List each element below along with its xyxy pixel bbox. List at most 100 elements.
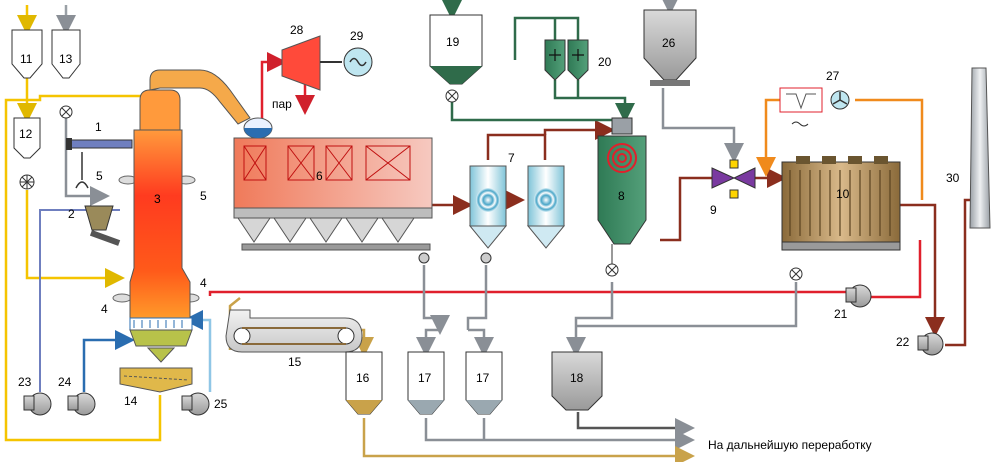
pipe-cool-27-right	[855, 98, 924, 200]
blower-22: 22	[896, 332, 944, 356]
label-25: 25	[214, 397, 228, 411]
burner-lance-1: 1	[66, 120, 133, 150]
cooler-27: 27	[779, 69, 850, 127]
label-22: 22	[896, 335, 910, 349]
nozzle-low-left-icon	[112, 293, 132, 303]
label-20: 20	[598, 55, 612, 69]
label-19: 19	[446, 35, 460, 49]
pipe-out-16	[362, 418, 695, 462]
pipe-gas-10-22	[900, 203, 945, 337]
pipe-ash-17b	[468, 328, 494, 357]
pipe-ash-6	[422, 265, 450, 335]
pipe-ash-7	[466, 265, 488, 330]
label-3: 3	[154, 192, 161, 206]
mixers-20: 20	[544, 39, 612, 81]
turbine-28: 28	[281, 23, 342, 91]
label-6: 6	[316, 169, 323, 183]
label-21: 21	[834, 307, 848, 321]
conveyor-drum-right-icon	[337, 327, 355, 345]
boiler-6: 6	[233, 117, 433, 264]
label-18: 18	[570, 371, 584, 385]
label-7: 7	[508, 151, 515, 165]
furnace-3: 3 5 4 4	[101, 69, 251, 363]
label-5b: 5	[200, 189, 207, 203]
label-24: 24	[58, 375, 72, 389]
label-29: 29	[350, 29, 364, 43]
label-4b: 4	[200, 276, 207, 290]
generator-29: 29	[343, 29, 373, 77]
pipe-air-25	[183, 310, 212, 392]
blower-24: 24	[58, 375, 96, 416]
bin-17b: 17	[465, 351, 503, 415]
silo-26: 26	[643, 9, 697, 86]
pipe-air-24	[82, 330, 135, 392]
label-17b: 17	[476, 371, 490, 385]
label-1: 1	[95, 120, 102, 134]
swirl-7b-icon	[534, 188, 558, 212]
label-27: 27	[826, 69, 840, 83]
pipe-out-18	[576, 412, 695, 438]
pipes	[4, 0, 972, 462]
label-14: 14	[124, 394, 138, 408]
blower-23: 23	[18, 375, 52, 416]
pipe-air-21-right	[870, 240, 922, 299]
label-5a: 5	[96, 169, 103, 183]
pipe-water-20-8	[553, 80, 635, 123]
label-16: 16	[356, 371, 370, 385]
pipe-feed-12-furnace	[25, 190, 125, 288]
pipe-gas-7a-7b	[486, 133, 547, 160]
pipe-air-21	[208, 290, 848, 296]
label-28: 28	[290, 23, 304, 37]
label-4a: 4	[101, 302, 108, 316]
bin-18: 18	[551, 351, 603, 411]
hopper-2: 2	[68, 205, 121, 246]
grab-5-left: 5	[75, 152, 103, 189]
pipe-ash-8-18	[566, 282, 614, 357]
bin-16: 16	[345, 351, 383, 415]
pipe-steam	[260, 52, 287, 120]
pipe-yellow-left-loop	[4, 98, 162, 442]
pipe-water-19-8	[450, 102, 620, 122]
chimney-30: 30	[946, 67, 991, 229]
bunker-11: 11	[11, 29, 43, 79]
pipe-out-17a	[424, 418, 695, 450]
label-17a: 17	[418, 371, 432, 385]
conveyor-drum-left-icon	[233, 327, 251, 345]
pipe-water-20-in	[513, 16, 580, 60]
label-15: 15	[288, 355, 302, 369]
bunker-13: 13	[51, 29, 81, 119]
swirl-7a-icon	[476, 188, 500, 212]
pipe-gas-7-8	[543, 120, 615, 140]
cyclone-7a	[468, 165, 508, 264]
steam-label: пар	[272, 97, 292, 111]
scrubber-8: 8	[597, 117, 647, 277]
blower-21: 21	[834, 284, 872, 321]
label-30: 30	[946, 171, 960, 185]
bunker-12: 12	[13, 117, 41, 190]
label-2: 2	[68, 207, 75, 221]
bin-17a: 17	[407, 351, 445, 415]
pipe-gas-22-stack	[945, 198, 972, 347]
label-13: 13	[59, 52, 73, 66]
label-12: 12	[19, 127, 33, 141]
mixer-9: 9	[710, 159, 756, 217]
pipe-gas-8-9	[660, 176, 712, 242]
conveyor-15: 15	[225, 309, 363, 369]
tank-19: 19	[429, 14, 483, 103]
bag-filter-10: 10	[781, 156, 901, 281]
further-processing-label: На дальнейшую переработку	[708, 438, 872, 452]
pipe-yellow-top	[18, 94, 147, 110]
label-11: 11	[20, 52, 33, 66]
label-23: 23	[18, 375, 32, 389]
pipe-ash-10-18	[576, 282, 798, 328]
heat-exchanger-1-icon	[243, 145, 267, 181]
ash-cone	[129, 329, 193, 347]
ash-cooler-14: 14	[119, 367, 193, 408]
pipe-cool-27-left	[756, 98, 780, 177]
pipe-ash-17	[416, 328, 440, 357]
spray-spiral-icon	[607, 143, 637, 173]
label-26: 26	[662, 36, 676, 50]
label-9: 9	[710, 203, 717, 217]
